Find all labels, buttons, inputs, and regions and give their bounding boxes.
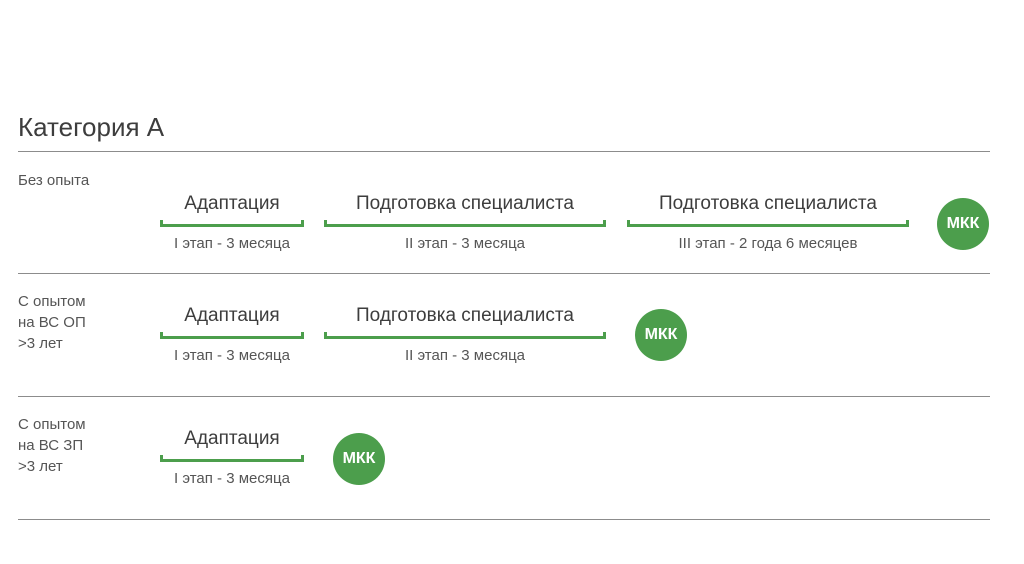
divider-top bbox=[18, 151, 990, 152]
stage-duration: II этап - 3 месяца bbox=[404, 235, 526, 252]
stage-duration: I этап - 3 месяца bbox=[174, 235, 290, 252]
stage-name: Подготовка специалиста bbox=[356, 305, 574, 326]
stage-adaptation: Адаптация I этап - 3 месяца bbox=[160, 428, 304, 488]
row-label: Без опыта bbox=[18, 170, 89, 191]
mkk-badge: МКК bbox=[635, 309, 687, 361]
stage-name: Адаптация bbox=[184, 428, 280, 449]
stage-specialist-training-3: Подготовка специалиста III этап - 2 года… bbox=[627, 193, 909, 253]
stage-name: Адаптация bbox=[184, 305, 280, 326]
row-label-line: Без опыта bbox=[18, 172, 90, 189]
page-title: Категория А bbox=[18, 112, 165, 142]
stage-duration: II этап - 3 месяца bbox=[404, 347, 526, 364]
divider bbox=[18, 273, 990, 274]
row-label-line: на ВС ОП bbox=[18, 314, 86, 331]
stage-name: Подготовка специалиста bbox=[659, 193, 877, 214]
row-label-line: С опытом bbox=[18, 293, 86, 310]
stage-duration: I этап - 3 месяца bbox=[174, 347, 290, 364]
stage-name: Подготовка специалиста bbox=[356, 193, 574, 214]
stage-bracket bbox=[324, 220, 606, 227]
stage-specialist-training-2: Подготовка специалиста II этап - 3 месяц… bbox=[324, 193, 606, 253]
stage-bracket bbox=[160, 332, 304, 339]
stage-bracket bbox=[627, 220, 909, 227]
stage-duration: III этап - 2 года 6 месяцев bbox=[678, 235, 858, 252]
stage-adaptation: Адаптация I этап - 3 месяца bbox=[160, 193, 304, 253]
row-label-line: на ВС ЗП bbox=[18, 437, 84, 454]
row-label: С опытом на ВС ОП >3 лет bbox=[18, 291, 86, 354]
row-label: С опытом на ВС ЗП >3 лет bbox=[18, 414, 86, 477]
stage-adaptation: Адаптация I этап - 3 месяца bbox=[160, 305, 304, 365]
divider bbox=[18, 396, 990, 397]
row-label-line: С опытом bbox=[18, 416, 86, 433]
divider-bottom bbox=[18, 519, 990, 520]
stage-specialist-training-2: Подготовка специалиста II этап - 3 месяц… bbox=[324, 305, 606, 365]
row-label-line: >3 лет bbox=[18, 458, 63, 475]
stage-duration: I этап - 3 месяца bbox=[174, 470, 290, 487]
stage-bracket bbox=[160, 455, 304, 462]
stage-name: Адаптация bbox=[184, 193, 280, 214]
mkk-badge: МКК bbox=[937, 198, 989, 250]
row-label-line: >3 лет bbox=[18, 335, 63, 352]
stage-bracket bbox=[160, 220, 304, 227]
mkk-badge: МКК bbox=[333, 433, 385, 485]
stage-bracket bbox=[324, 332, 606, 339]
